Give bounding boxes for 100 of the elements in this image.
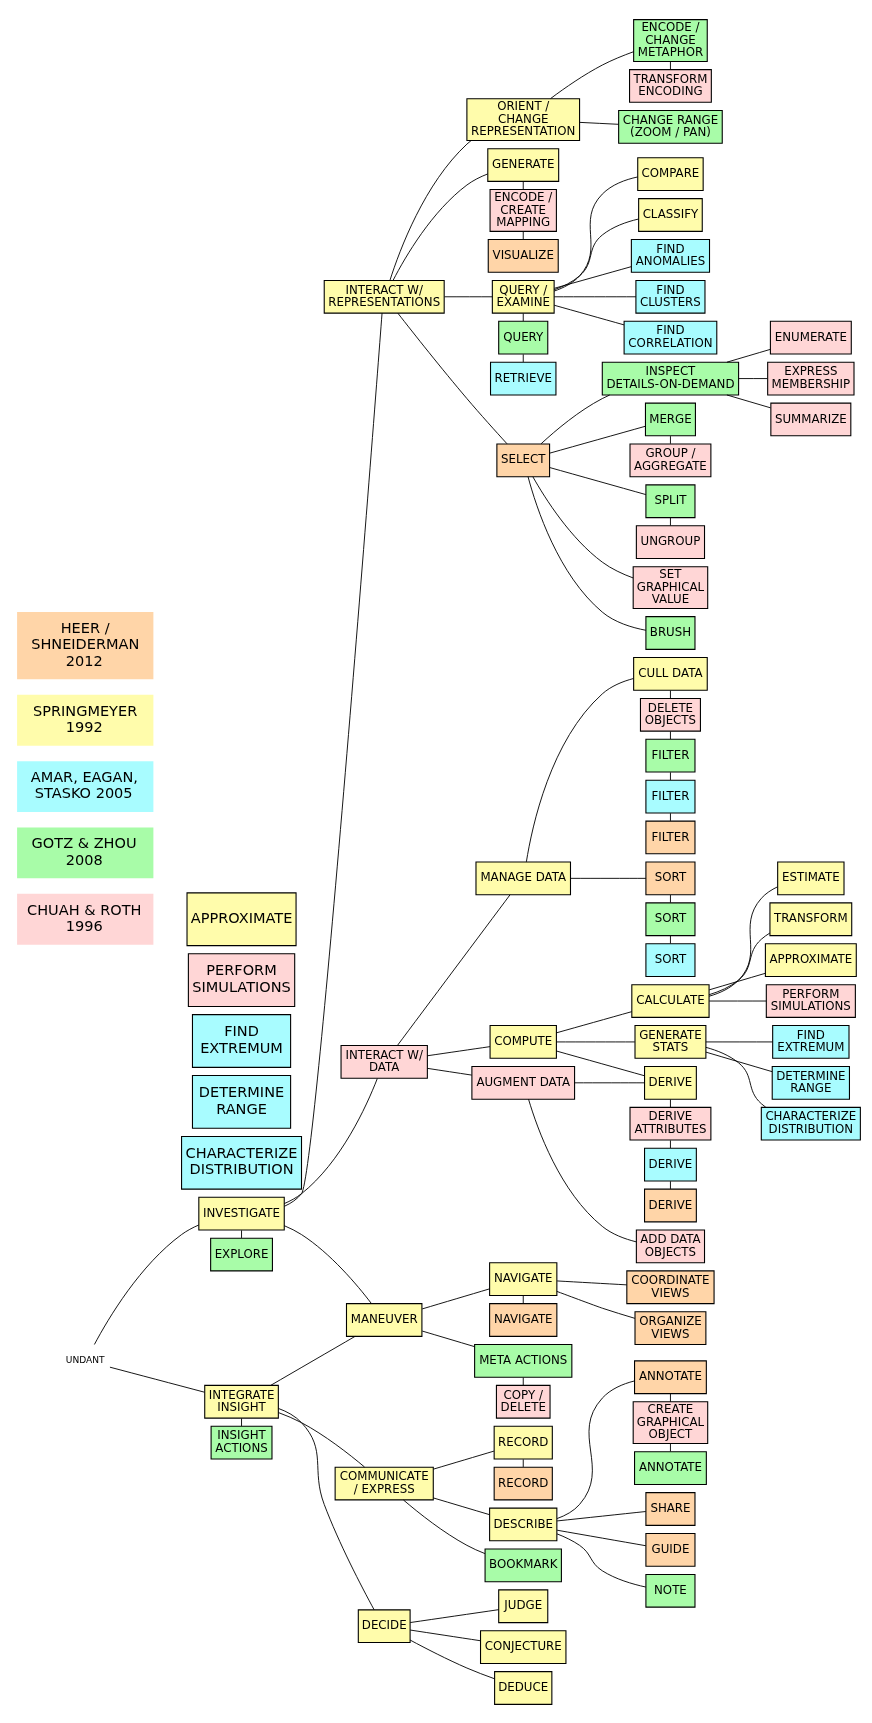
node-box: SORT [645,901,696,936]
node-box: INVESTIGATE [198,1196,285,1231]
node-box: FIND CLUSTERS [635,279,706,314]
connector [550,50,634,99]
connector [522,1458,524,1467]
node-box: FILTER [645,779,696,813]
node-box: META ACTIONS [474,1343,573,1378]
connector [670,1442,671,1452]
node-box: CLASSIFY [638,197,703,232]
node-box: CONJECTURE [480,1629,567,1664]
node-box: CHARACTERIZE DISTRIBUTION [181,1135,303,1190]
node-box: INSIGHT ACTIONS [210,1425,273,1460]
connector [433,1450,495,1470]
node-box: APPROXIMATE [186,891,297,946]
connector [670,771,671,780]
connector [528,1098,637,1242]
node-box: CREATE GRAPHICAL OBJECT [632,1400,709,1444]
node-box: EXPRESS MEMBERSHIP [767,361,855,395]
node-box: ORIENT / CHANGE REPRESENTATION [466,97,581,141]
connector [540,394,611,444]
node-box: BRUSH [645,615,696,650]
node-box: FIND CORRELATION [623,320,718,355]
connector [522,180,524,190]
connector [553,304,625,325]
node-box: INTERACT W/ DATA [340,1044,428,1079]
node-box: CULL DATA [633,656,708,691]
connector [389,139,472,281]
node-box: COMPARE [637,156,704,191]
node-box: CHARACTERIZE DISTRIBUTION [760,1106,861,1141]
connector [409,1629,481,1641]
node-box: DETERMINE RANGE [191,1074,292,1129]
connector [278,1407,375,1610]
connector [553,218,639,290]
connector [705,1040,774,1042]
connector [522,312,524,322]
connector [284,312,383,1207]
node-box: ENCODE / CHANGE METAPHOR [633,18,708,62]
connector [444,295,493,297]
connector [556,1510,647,1521]
node-box: INTEGRATE INSIGHT [204,1384,279,1419]
node-box: FILTER [645,738,696,773]
connector [670,517,671,526]
node-box: TRANSFORM [769,901,853,936]
connector [726,348,771,363]
connector [708,972,766,990]
node-box: ANNOTATE [634,1359,707,1394]
node-box: SET GRAPHICAL VALUE [632,565,709,609]
legend-label: AMAR, EAGAN, STASKO 2005 [30,768,138,801]
connector [433,1497,490,1515]
node-box: DECIDE [357,1608,411,1643]
connector [670,1180,671,1189]
node-box: NOTE [645,1573,696,1608]
node-box: COMMUNICATE / EXPRESS [334,1466,434,1500]
node-box: UNGROUP [635,524,706,559]
node-box: SORT [645,942,696,977]
connector [549,466,647,495]
node-box: ADD DATA OBJECTS [635,1228,706,1263]
connector [556,1529,647,1546]
connector [421,1330,476,1347]
connector [670,435,671,444]
connector [109,1366,205,1393]
connector [522,230,524,240]
connector [553,295,637,297]
node-box: MANAGE DATA [475,860,572,895]
node-box: GENERATE [487,147,560,182]
node-box: MANEUVER [345,1302,423,1337]
connector [705,1051,773,1072]
node-box: GROUP / AGGREGATE [629,442,712,477]
node-box: SPLIT [645,483,696,518]
node-box: NAVIGATE [489,1302,558,1337]
legend-label: CHUAH & ROTH 1996 [27,901,142,934]
connector [708,1000,767,1001]
connector [241,1229,242,1238]
connector [670,1139,671,1148]
connector [241,1417,242,1426]
connector [670,689,671,699]
node-box: ENCODE / CREATE MAPPING [489,188,557,232]
connector [397,312,508,444]
node-box: CHANGE RANGE (ZOOM / PAN) [618,109,723,144]
node-box: NAVIGATE [489,1261,558,1296]
node-box: PERFORM SIMULATIONS [765,983,856,1018]
node-box: DERIVE [644,1188,697,1222]
connector [392,173,489,281]
connector [421,1287,491,1309]
connector [93,1224,200,1345]
connector [426,1045,491,1056]
connector [532,475,634,578]
node-box: CALCULATE [631,983,710,1018]
node-box: SUMMARIZE [770,402,852,436]
node-box: COMPUTE [489,1024,557,1059]
connector [283,1224,372,1304]
node-box: BOOKMARK [484,1547,562,1582]
node-box: DERIVE [644,1065,697,1100]
connector [553,265,632,289]
connector [270,1335,356,1386]
node-box: RETRIEVE [489,361,557,395]
connector [409,1608,500,1623]
connector [670,1098,671,1108]
node-box: SORT [645,860,696,895]
connector [527,475,647,631]
